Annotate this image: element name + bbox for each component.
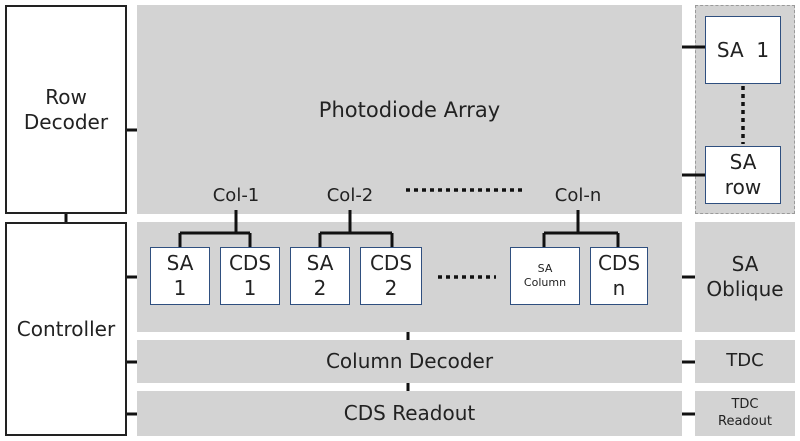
sa-1-cell: SA 1 xyxy=(150,247,210,305)
col-1-label: Col-1 xyxy=(212,184,260,206)
sa-1-right-box: SA 1 xyxy=(705,16,781,84)
cds-1-cell: CDS 1 xyxy=(220,247,280,305)
controller-block: Controller xyxy=(5,222,127,436)
tdc-block: TDC xyxy=(695,340,795,383)
sa-column-cell: SA Column xyxy=(510,247,580,305)
column-decoder-block: Column Decoder xyxy=(137,340,682,383)
photodiode-array-label: Photodiode Array xyxy=(318,97,501,122)
cds-2-cell: CDS 2 xyxy=(360,247,422,305)
cds-readout-block: CDS Readout xyxy=(137,391,682,436)
cds-n-cell: CDS n xyxy=(590,247,648,305)
col-n-label: Col-n xyxy=(554,184,602,206)
sa-row-box: SA row xyxy=(705,146,781,204)
photodiode-array-block xyxy=(137,5,682,214)
sa-oblique-block: SA Oblique xyxy=(695,222,795,332)
tdc-readout-block: TDC Readout xyxy=(695,391,795,436)
row-decoder-block: Row Decoder xyxy=(5,5,127,214)
col-2-label: Col-2 xyxy=(326,184,374,206)
sa-2-cell: SA 2 xyxy=(290,247,350,305)
